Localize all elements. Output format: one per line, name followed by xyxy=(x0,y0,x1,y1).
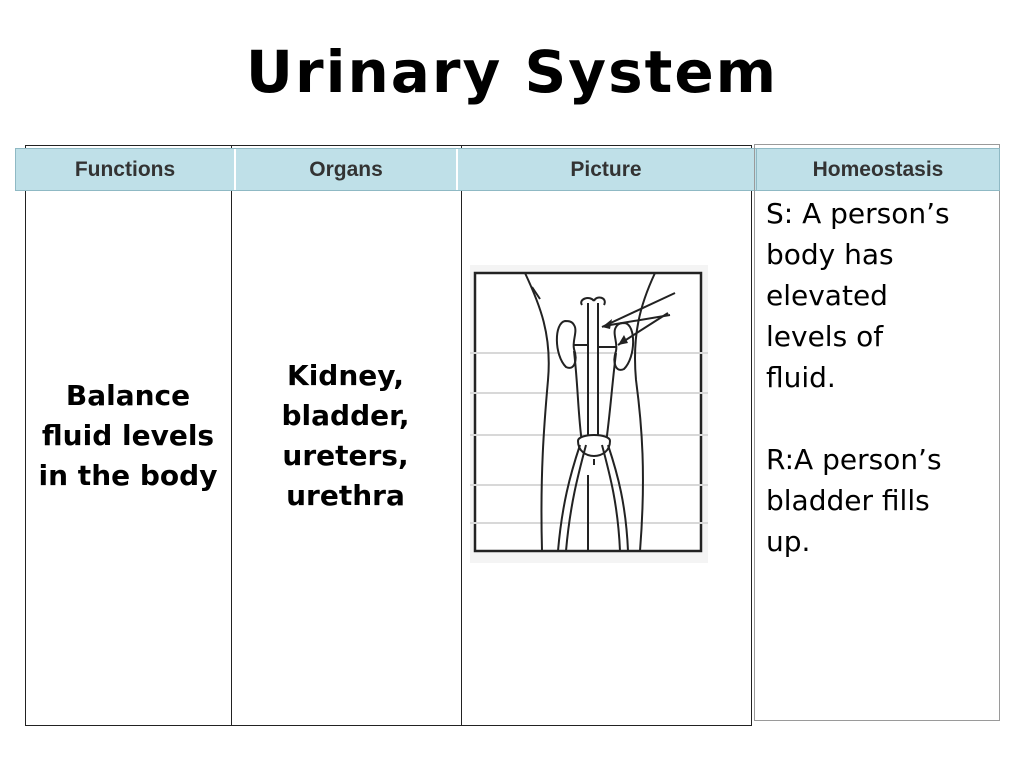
organs-line: ureters, xyxy=(282,439,409,472)
header-functions: Functions xyxy=(74,158,176,181)
header-homeostasis: Homeostasis xyxy=(756,148,1000,191)
table-header-row: Functions Organs Picture xyxy=(15,148,757,191)
response-line: up. xyxy=(766,525,811,558)
functions-line: in the body xyxy=(38,459,218,492)
slide-title: Urinary System xyxy=(245,38,779,106)
header-organs: Organs xyxy=(309,158,383,181)
header-picture: Picture xyxy=(570,158,642,181)
column-divider xyxy=(231,146,232,725)
column-divider xyxy=(461,146,462,725)
urinary-system-drawing xyxy=(470,265,708,563)
homeostasis-cell: S: A person’s body has elevated levels o… xyxy=(766,193,992,562)
stimulus-line: levels of xyxy=(766,320,884,353)
stimulus-line: elevated xyxy=(766,279,888,312)
stimulus-line: fluid. xyxy=(766,361,836,394)
response-line: bladder fills xyxy=(766,484,930,517)
main-table xyxy=(25,145,752,726)
header-divider xyxy=(456,149,458,190)
organs-line: bladder, xyxy=(281,399,410,432)
organs-line: urethra xyxy=(286,479,405,512)
functions-cell: Balance fluid levels in the body xyxy=(26,376,230,496)
paragraph-spacer xyxy=(766,398,992,439)
organs-line: Kidney, xyxy=(287,359,404,392)
organs-cell: Kidney, bladder, ureters, urethra xyxy=(231,356,460,516)
response-line: R:A person’s xyxy=(766,443,942,476)
header-divider xyxy=(234,149,236,190)
stimulus-line: body has xyxy=(766,238,894,271)
homeostasis-table xyxy=(754,144,1000,721)
functions-line: Balance xyxy=(65,379,191,412)
functions-line: fluid levels xyxy=(41,419,215,452)
stimulus-line: S: A person’s xyxy=(766,197,950,230)
